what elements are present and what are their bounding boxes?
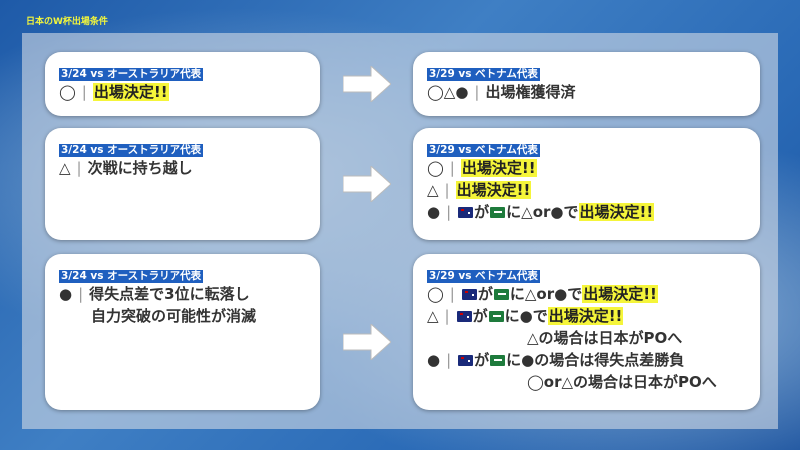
line-text: ● bbox=[427, 351, 441, 369]
match-header: 3/24 vs オーストラリア代表 bbox=[59, 144, 204, 157]
qualified-highlight: 出場決定!! bbox=[547, 307, 624, 325]
line-text: に△or●で bbox=[506, 203, 579, 221]
line-text: △の場合は日本がPOへ bbox=[527, 329, 683, 347]
australia-flag-icon bbox=[456, 311, 472, 322]
condition-line: ◯ | 出場決定!! bbox=[59, 81, 306, 103]
right-match-card: 3/29 vs ベトナム代表 ◯△● | 出場権獲得済 bbox=[413, 52, 760, 116]
condition-line: ● | 得失点差で3位に転落し bbox=[59, 283, 306, 305]
match-header: 3/29 vs ベトナム代表 bbox=[427, 270, 540, 283]
separator: | bbox=[78, 285, 84, 303]
left-match-card: 3/24 vs オーストラリア代表 ◯ | 出場決定!! bbox=[45, 52, 320, 116]
australia-flag-icon bbox=[458, 355, 474, 366]
condition-line: ◯or△の場合は日本がPOへ bbox=[427, 371, 746, 393]
saudi-arabia-flag-icon bbox=[490, 207, 506, 218]
right-arrow-icon bbox=[343, 66, 391, 102]
separator: | bbox=[449, 285, 455, 303]
condition-line: ◯△● | 出場権獲得済 bbox=[427, 81, 746, 103]
line-text: に●で bbox=[504, 307, 548, 325]
saudi-arabia-flag-icon bbox=[493, 289, 509, 300]
line-text: 出場権獲得済 bbox=[485, 83, 576, 101]
condition-line: △ | 出場決定!! bbox=[427, 179, 746, 201]
match-header: 3/29 vs ベトナム代表 bbox=[427, 68, 540, 81]
line-text: が bbox=[474, 351, 490, 369]
separator: | bbox=[444, 181, 450, 199]
condition-line: △の場合は日本がPOへ bbox=[427, 327, 746, 349]
saudi-arabia-flag-icon bbox=[490, 355, 506, 366]
line-text: が bbox=[477, 285, 493, 303]
qualified-highlight: 出場決定!! bbox=[92, 83, 169, 101]
left-match-card: 3/24 vs オーストラリア代表 ● | 得失点差で3位に転落し自力突破の可能性が消… bbox=[45, 254, 320, 410]
australia-flag-icon bbox=[458, 207, 474, 218]
condition-line: △ | がに●で出場決定!! bbox=[427, 305, 746, 327]
match-header: 3/29 vs ベトナム代表 bbox=[427, 144, 540, 157]
match-header: 3/24 vs オーストラリア代表 bbox=[59, 68, 204, 81]
qualified-highlight: 出場決定!! bbox=[455, 181, 532, 199]
line-text: 自力突破の可能性が消滅 bbox=[91, 307, 257, 325]
page-title: 日本のW杯出場条件 bbox=[26, 17, 108, 27]
line-text: ◯or△の場合は日本がPOへ bbox=[527, 373, 717, 391]
separator: | bbox=[446, 203, 452, 221]
line-text: ● bbox=[427, 203, 441, 221]
condition-line: △ | 次戦に持ち越し bbox=[59, 157, 306, 179]
australia-flag-icon bbox=[461, 289, 477, 300]
match-header: 3/24 vs オーストラリア代表 bbox=[59, 270, 204, 283]
line-text: ◯ bbox=[427, 285, 444, 303]
saudi-arabia-flag-icon bbox=[488, 311, 504, 322]
right-arrow-icon bbox=[343, 324, 391, 360]
separator: | bbox=[81, 83, 87, 101]
line-text: ◯ bbox=[59, 83, 76, 101]
right-arrow-icon bbox=[343, 166, 391, 202]
right-match-card: 3/29 vs ベトナム代表◯|がに△or●で出場決定!!△|がに●で出場決定!… bbox=[413, 254, 760, 410]
line-text: ◯△● bbox=[427, 83, 469, 101]
line-text: が bbox=[474, 203, 490, 221]
line-text: ◯ bbox=[427, 159, 444, 177]
line-text: ● bbox=[59, 285, 73, 303]
line-text: 得失点差で3位に転落し bbox=[89, 285, 250, 303]
separator: | bbox=[474, 83, 480, 101]
qualified-highlight: 出場決定!! bbox=[460, 159, 537, 177]
condition-line: ● | がに●の場合は得失点差勝負 bbox=[427, 349, 746, 371]
line-text: が bbox=[472, 307, 488, 325]
separator: | bbox=[76, 159, 82, 177]
left-match-card: 3/24 vs オーストラリア代表 △ | 次戦に持ち越し bbox=[45, 128, 320, 240]
line-text: に●の場合は得失点差勝負 bbox=[506, 351, 685, 369]
line-text: △ bbox=[427, 181, 439, 199]
line-text: 次戦に持ち越し bbox=[87, 159, 193, 177]
qualified-highlight: 出場決定!! bbox=[582, 285, 658, 303]
line-text: △ bbox=[427, 307, 439, 325]
condition-line: ◯ | 出場決定!! bbox=[427, 157, 746, 179]
condition-line: 自力突破の可能性が消滅 bbox=[59, 305, 306, 327]
separator: | bbox=[444, 307, 450, 325]
right-match-card: 3/29 vs ベトナム代表◯|出場決定!!△|出場決定!!●|がに△or●で出… bbox=[413, 128, 760, 240]
line-text: △ bbox=[59, 159, 71, 177]
line-text: に△or●で bbox=[509, 285, 583, 303]
separator: | bbox=[449, 159, 455, 177]
separator: | bbox=[446, 351, 452, 369]
condition-line: ◯ | がに△or●で出場決定!! bbox=[427, 283, 746, 305]
condition-line: ● | がに△or●で出場決定!! bbox=[427, 201, 746, 223]
qualified-highlight: 出場決定!! bbox=[578, 203, 655, 221]
